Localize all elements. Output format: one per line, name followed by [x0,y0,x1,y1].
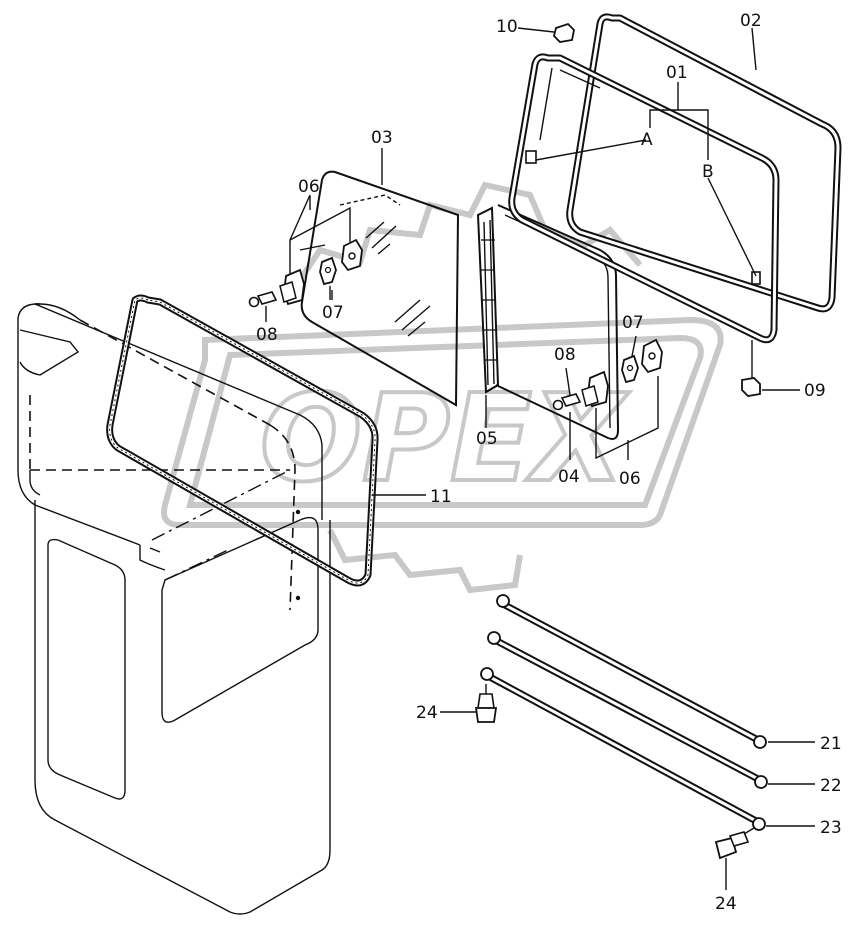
label-10: 10 [496,17,518,37]
opex-watermark: OPEX [161,181,724,594]
label-09: 09 [804,381,826,401]
label-04: 04 [558,467,580,487]
label-22: 22 [820,776,842,796]
label-02: 02 [740,11,762,31]
cab-body [17,303,331,915]
label-07-left: 07 [322,303,344,323]
label-07-right: 07 [622,313,644,333]
label-01: 01 [666,63,688,83]
stopper-09 [741,340,800,397]
callout-labels: 10 02 01 A B 03 06 07 08 07 08 05 04 06 … [256,11,842,914]
label-11: 11 [430,487,452,507]
label-detail-b: B [702,162,714,182]
center-rail-05 [476,206,500,394]
label-06-right: 06 [619,469,641,489]
latch-assembly-right [552,335,663,460]
channel-frame-01 [508,53,780,344]
label-08-left: 08 [256,325,278,345]
label-06-left: 06 [298,177,320,197]
label-detail-a: A [641,130,653,150]
label-05: 05 [476,429,498,449]
window-seal-frame-11 [106,294,379,587]
bolt-24-upper [440,684,498,723]
bolt-24-lower [714,827,755,890]
label-23: 23 [820,818,842,838]
label-21: 21 [820,734,842,754]
label-24-upper: 24 [416,703,438,723]
outer-frame-02 [566,13,842,313]
latch-assembly-left [248,194,363,322]
support-rods [480,594,815,831]
label-08-right: 08 [554,345,576,365]
stopper-10 [517,22,575,43]
label-03: 03 [371,128,393,148]
label-24-lower: 24 [715,894,737,914]
fixed-glass-03 [300,170,460,407]
leader-lines [309,27,757,496]
